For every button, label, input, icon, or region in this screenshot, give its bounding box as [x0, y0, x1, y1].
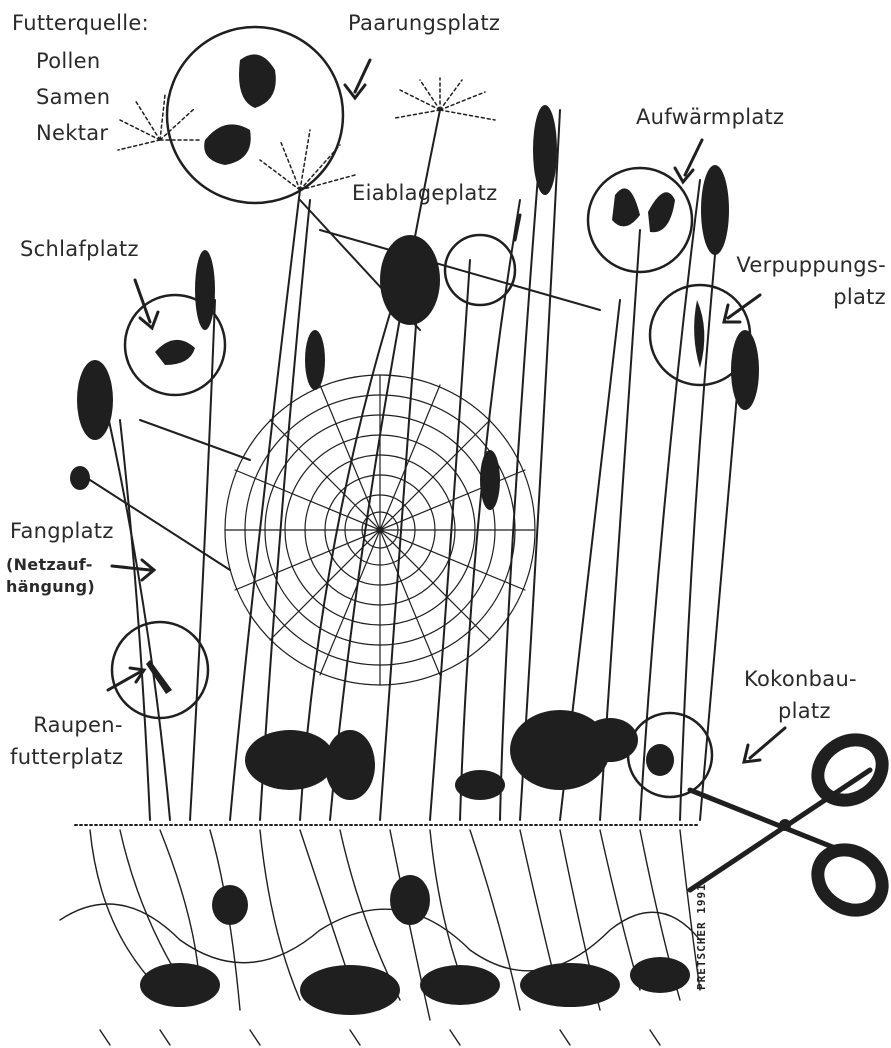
label-fangplatz: Fangplatz	[10, 518, 114, 544]
spider-web	[225, 375, 535, 685]
root-clumps	[140, 875, 690, 1015]
label-futterquelle-samen: Samen	[36, 84, 110, 110]
label-raupen-line2: futterplatz	[10, 744, 123, 770]
label-verpuppung-line1: Verpuppungs-	[730, 252, 886, 278]
insect-silhouettes	[146, 54, 704, 776]
label-kokon-line1: Kokonbau-	[744, 666, 857, 692]
label-futterquelle-nektar: Nektar	[36, 120, 108, 146]
scissors-icon	[690, 728, 891, 923]
label-futterquelle-title: Futterquelle:	[12, 10, 149, 36]
label-fangplatz-line3: hängung)	[6, 576, 95, 597]
grass-stems	[90, 110, 740, 820]
label-aufwaermplatz: Aufwärmplatz	[636, 104, 784, 130]
label-paarungsplatz: Paarungsplatz	[348, 10, 500, 36]
grass-panicles	[70, 105, 759, 510]
label-raupen-line1: Raupen-	[18, 712, 138, 738]
tussock-bases	[245, 710, 638, 800]
root-zone	[60, 830, 700, 1045]
umbel-flowers	[118, 78, 495, 190]
artist-credit: PRETSCHER 1991	[695, 883, 708, 990]
label-schlafplatz: Schlafplatz	[20, 236, 139, 262]
label-eiablageplatz: Eiablageplatz	[352, 180, 497, 206]
label-verpuppung-line2: platz	[730, 284, 886, 310]
label-kokon-line2: platz	[778, 698, 831, 724]
label-futterquelle-pollen: Pollen	[36, 48, 100, 74]
label-fangplatz-line2: (Netzauf-	[6, 554, 93, 575]
